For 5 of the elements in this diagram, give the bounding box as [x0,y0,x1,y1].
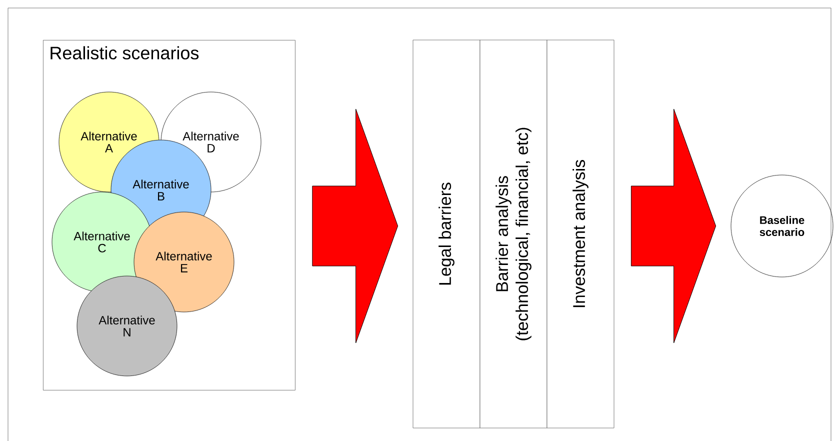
analysis-column: Investment analysis [546,40,614,428]
analysis-column: Barrier analysis (technological, financial, etc) [480,40,548,428]
block-arrow [312,108,398,344]
analysis-column: Legal barriers [412,40,480,428]
block-arrow [630,108,716,344]
